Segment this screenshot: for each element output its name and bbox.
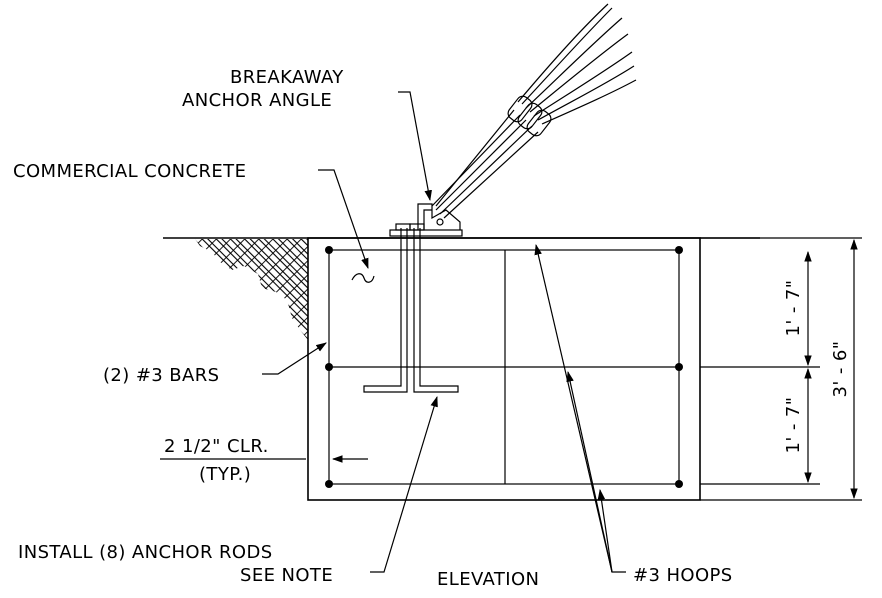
label-clear: 2 1/2" CLR.	[164, 436, 269, 457]
leader-breakaway	[398, 91, 432, 202]
leader-concrete	[318, 169, 369, 270]
leader-hoops-2	[566, 370, 613, 573]
rebar-dot	[325, 246, 333, 254]
label-commercial-concrete: COMMERCIAL CONCRETE	[13, 161, 246, 182]
bolt	[436, 218, 444, 226]
rebar-dot	[675, 480, 683, 488]
label-bars: (2) #3 BARS	[103, 365, 219, 386]
concrete-symbol	[351, 273, 375, 283]
base-plate	[389, 229, 463, 237]
breakaway-assembly	[389, 203, 463, 237]
leaders	[160, 91, 626, 573]
cable-clip	[507, 95, 533, 123]
rebar-dot	[325, 363, 333, 371]
soil-hatch	[195, 239, 308, 340]
label-breakaway-2: ANCHOR ANGLE	[182, 90, 332, 111]
leader-bars	[262, 342, 327, 375]
dim-total-text: 3' - 6"	[830, 341, 851, 398]
label-breakaway-1: BREAKAWAY	[230, 67, 344, 88]
anchor-angle	[417, 203, 461, 230]
guy-cables	[431, 3, 637, 219]
cable-clip	[526, 109, 552, 137]
anchor-rod-right	[413, 228, 459, 393]
label-hoops: #3 HOOPS	[633, 565, 733, 586]
leader-hoops-1	[534, 243, 626, 573]
nut	[409, 223, 425, 231]
drawing-title: ELEVATION	[437, 569, 539, 590]
concrete-footing	[307, 237, 701, 501]
anchor-rods	[363, 228, 459, 393]
label-see-note: SEE NOTE	[240, 565, 333, 586]
leader-anchor-rods	[370, 395, 438, 573]
dimension-lines	[804, 238, 858, 500]
label-anchor-rods: INSTALL (8) ANCHOR RODS	[18, 542, 273, 563]
rebar-dot	[675, 363, 683, 371]
label-clear-typ: (TYP.)	[199, 464, 251, 485]
rebar-dot	[325, 480, 333, 488]
dim-upper-text: 1' - 7"	[783, 280, 804, 337]
anchor-rod-left	[363, 228, 408, 393]
rebar-dots	[325, 246, 683, 488]
nut	[395, 223, 411, 231]
anchor-angle-inner	[423, 209, 432, 230]
rebar-dot	[675, 246, 683, 254]
leader-hoops-3	[597, 488, 613, 573]
dim-lower-text: 1' - 7"	[783, 397, 804, 454]
